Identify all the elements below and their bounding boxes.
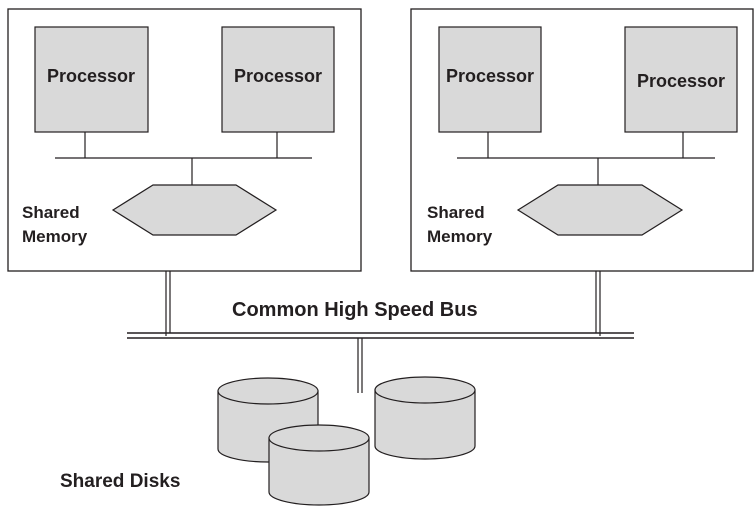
shared-disks-label: Shared Disks bbox=[60, 471, 180, 492]
node-1-processor-1 bbox=[34, 26, 149, 133]
common-high-speed-bus-label: Common High Speed Bus bbox=[232, 299, 478, 321]
node-1-processor-2-label: Processor bbox=[234, 66, 322, 86]
node-2-processor-2 bbox=[624, 26, 738, 133]
node-1-processor-1-label: Processor bbox=[47, 66, 135, 86]
node-2-shared-memory-label-line1: Shared bbox=[427, 203, 485, 222]
node-1-bus-connector bbox=[165, 271, 171, 336]
node-1-shared-memory-icon bbox=[111, 184, 278, 236]
common-high-speed-bus bbox=[127, 332, 634, 339]
disk-icon-3 bbox=[268, 424, 370, 506]
node-1-processor-2 bbox=[221, 26, 335, 133]
disk-icon-2 bbox=[374, 376, 476, 460]
node-2-bus-connector bbox=[595, 271, 601, 336]
node-1-shared-memory-label-line2: Memory bbox=[22, 227, 88, 246]
node-2-shared-memory-icon bbox=[516, 184, 684, 236]
node-1-shared-memory-label-line1: Shared bbox=[22, 203, 80, 222]
disk-bus-connector bbox=[357, 338, 363, 393]
node-2-processor-1 bbox=[438, 26, 542, 133]
node-2-shared-memory-label-line2: Memory bbox=[427, 227, 493, 246]
node-2-processor-1-label: Processor bbox=[446, 66, 534, 86]
node-1: Processor Processor Shared Memory bbox=[7, 8, 362, 272]
node-2: Processor Processor Shared Memory bbox=[410, 8, 754, 272]
node-2-processor-2-label: Processor bbox=[637, 71, 725, 91]
